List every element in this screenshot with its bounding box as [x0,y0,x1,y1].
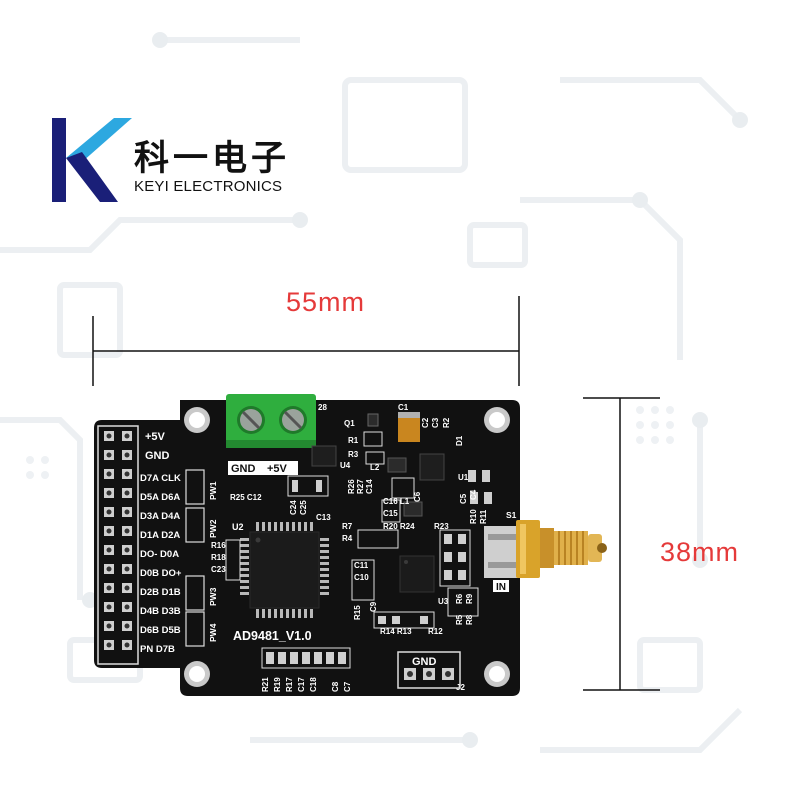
comp-label: C2 [421,417,430,428]
pw-label: PW2 [208,519,218,538]
comp-label: R6 [455,593,464,604]
ic-label-u3: U3 [438,597,449,606]
comp-label: C24 [289,500,298,515]
comp-label: C25 [299,500,308,515]
width-dimension-label: 55mm [286,287,366,317]
comp-label: R21 [261,677,270,692]
pin-label: D1A D2A [140,530,180,541]
gnd-header-label: GND [412,656,437,668]
comp-label: C8 [331,681,340,692]
header-label-5v: +5V [145,431,166,443]
ic-label-q1: Q1 [344,419,355,428]
k-logo-icon [52,118,132,202]
comp-label: R20 R24 [383,522,415,531]
comp-label: C18 [309,677,318,692]
comp-label: R11 [479,509,488,524]
comp-label: C14 [365,479,374,494]
ic-label-u2: U2 [232,522,244,532]
pin-label: D5A D6A [140,492,180,503]
ic-label-l2: L2 [370,463,380,472]
pin-label: D0B DO+ [140,568,182,579]
comp-label: C10 [354,573,369,582]
comp-label: C6 [413,491,422,502]
comp-label: R17 [285,677,294,692]
comp-label: R4 [342,534,353,543]
comp-label: C16 L1 [383,497,410,506]
comp-label: C7 [343,681,352,692]
comp-label: R19 [273,677,282,692]
pw-label: PW4 [208,623,218,642]
comp-label: R7 [342,522,353,531]
brand-name-en: KEYI ELECTRONICS [134,178,283,195]
comp-label: R12 [428,627,443,636]
header-label-gnd: GND [145,450,170,462]
pin-label: D3A D4A [140,511,180,522]
screw-terminal [226,394,316,448]
terminal-label-5v: +5V [267,463,288,475]
comp-label: R14 R13 [380,627,412,636]
pin-label: D4B D3B [140,606,181,617]
pw-footprints [185,469,205,647]
comp-label: C9 [369,601,378,612]
brand-name-cn: 科一电子 [134,139,291,179]
pin-label: D6B D5B [140,625,181,636]
pw-label: PW1 [208,481,218,500]
comp-label: R3 [348,450,359,459]
comp-label: C4 [469,489,478,500]
comp-label: R10 [469,509,478,524]
ic-label-u1: U1 [458,473,469,482]
comp-label: R1 [348,436,359,445]
comp-label: 28 [318,403,327,412]
brand-logo: 科一电子 KEYI ELECTRONICS [52,118,292,208]
comp-label: C1 [398,403,409,412]
pw-label: PW3 [208,587,218,606]
pin-label: PN D7B [140,644,175,655]
pin-header [97,425,139,665]
comp-label: R18 [211,553,226,562]
pin-label: DO- D0A [140,549,179,560]
comp-label: C11 [354,561,369,570]
comp-label: R25 C12 [230,493,262,502]
comp-label: R5 [455,614,464,625]
comp-label: R15 [353,605,362,620]
pin-label: D2B D1B [140,587,181,598]
ic-label-d1: D1 [455,435,464,446]
smd-components [225,412,492,669]
comp-label: R9 [465,593,474,604]
ic-label-u4: U4 [340,461,351,470]
comp-label: R16 [211,541,226,550]
comp-label: R2 [442,417,451,428]
comp-label: C3 [431,417,440,428]
terminal-label-gnd: GND [231,463,256,475]
comp-label: C5 [459,493,468,504]
comp-label: C17 [297,677,306,692]
comp-label: C15 [383,509,398,518]
gnd-header [397,651,461,689]
comp-label: C13 [316,513,331,522]
adc-chip [240,522,329,618]
pin-label: D7A CLK [140,473,181,484]
comp-label: R23 [434,522,449,531]
sma-connector [484,520,607,578]
comp-label: C23 [211,565,226,574]
board-model-label: AD9481_V1.0 [233,629,312,643]
input-label: IN [496,582,506,593]
mounting-holes [184,407,510,687]
comp-label: R26 [347,479,356,494]
comp-label: R8 [465,614,474,625]
height-dimension-label: 38mm [660,537,740,567]
connector-label: S1 [506,510,517,520]
comp-label: R27 [356,479,365,494]
